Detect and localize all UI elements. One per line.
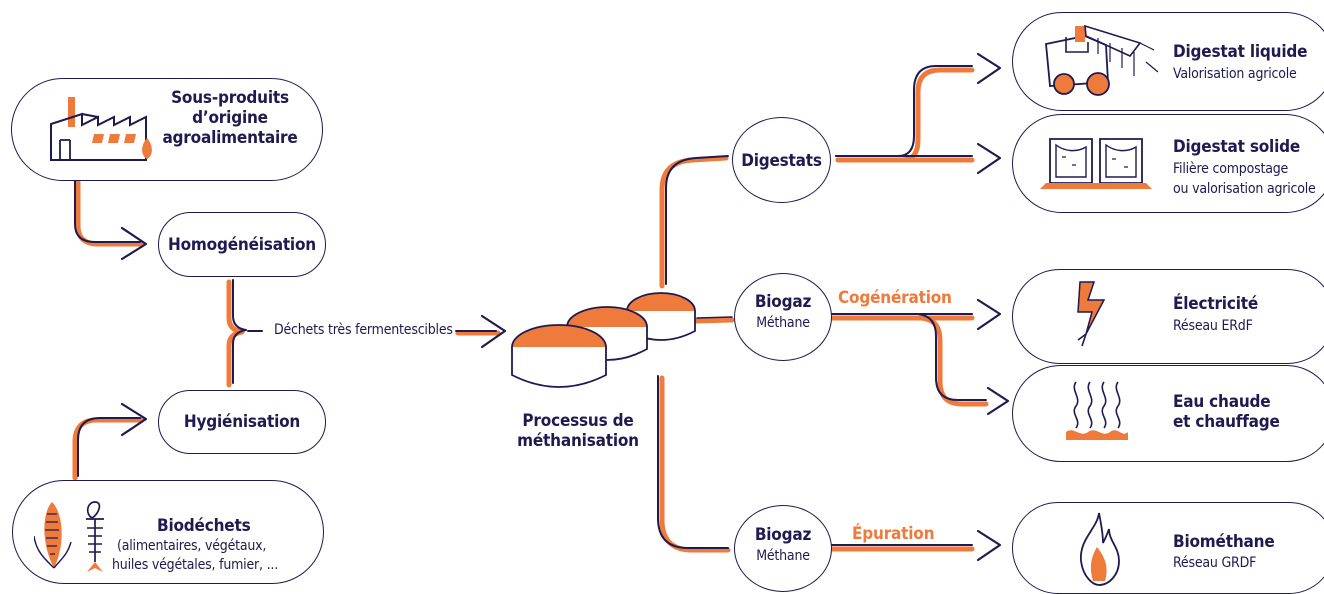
heat-waves-icon: [1066, 381, 1128, 440]
brace-navy: [232, 279, 247, 384]
biogaz-bottom-subtitle: Méthane: [756, 548, 810, 564]
node-hygienisation: [158, 390, 326, 454]
arrow-to-eau-chaude: [986, 386, 1010, 416]
electricite-title: Électricité: [1173, 294, 1259, 314]
lightning-icon: [1077, 281, 1106, 347]
biogaz-top-subtitle: Méthane: [756, 315, 810, 331]
digestat-liquide-title: Digestat liquide: [1173, 42, 1308, 62]
connector-digestat-liquide-navy: [835, 65, 973, 157]
arrow-to-hygienisation: [120, 402, 148, 437]
digestat-solide-detail-line-2: ou valorisation agricole: [1173, 181, 1316, 197]
biogaz-top-title: Biogaz: [754, 292, 812, 312]
arrow-to-digestat-solide: [976, 142, 1002, 175]
connector-biogaz-top-orange: [692, 317, 735, 324]
agro-label: Sous-produits d’origine agroalimentaire: [160, 88, 300, 148]
agro-label-line-2: d’origine: [192, 108, 268, 128]
biowaste-detail-line-2: huiles végétales, fumier, ...: [112, 557, 279, 573]
connector-biowaste-orange: [72, 417, 145, 481]
homogeneisation-label: Homogénéisation: [168, 235, 316, 255]
eau-chaude-title-line-2: et chauffage: [1173, 412, 1280, 432]
arrow-to-biomethane: [976, 529, 1002, 562]
corn-and-fish-icon: [34, 501, 104, 572]
hygienisation-label: Hygiénisation: [183, 412, 301, 432]
brace-orange: [226, 279, 245, 388]
node-homogeneisation: [158, 212, 326, 277]
connector-eau-chaude-navy: [917, 313, 987, 401]
digestat-solide-detail-line-1: Filière compostage: [1173, 161, 1289, 177]
compost-bins-icon: [1040, 138, 1152, 189]
biogaz-bottom-title: Biogaz: [754, 525, 812, 545]
merge-label: Déchets très fermentescibles: [274, 322, 453, 338]
eau-chaude-title: Eau chaude et chauffage: [1173, 392, 1280, 432]
biowaste-detail-line-1: (alimentaires, végétaux,: [117, 538, 267, 554]
connector-digestat-liquide-orange: [835, 67, 975, 163]
digestats-label: Digestats: [741, 151, 822, 171]
connector-digestats-orange: [659, 155, 729, 289]
spreader-tractor-icon: [1045, 24, 1159, 96]
digestat-liquide-detail: Valorisation agricole: [1173, 66, 1297, 82]
connector-eau-chaude-orange: [919, 315, 989, 407]
flame-icon: [1080, 512, 1120, 586]
connector-biowaste-navy: [77, 417, 141, 477]
connector-biogaz-top-navy: [696, 316, 733, 319]
arrow-to-homogeneisation: [120, 226, 148, 261]
connector-biogaz-bottom-orange: [659, 375, 731, 553]
arrow-to-process: [480, 314, 507, 349]
agro-label-line-1: Sous-produits: [171, 88, 289, 108]
connector-biogaz-bottom-navy: [657, 375, 729, 549]
biowaste-title: Biodéchets: [157, 516, 251, 536]
connector-agro-navy: [74, 179, 141, 243]
connector-digestats-navy: [665, 155, 729, 285]
process-label-line-1: Processus de: [522, 411, 634, 431]
epuration-label: Épuration: [852, 524, 935, 544]
digester-tanks-icon: [511, 292, 696, 388]
agro-label-line-3: agroalimentaire: [162, 128, 298, 148]
arrow-to-electricite: [976, 298, 1002, 331]
electricite-detail: Réseau ERdF: [1173, 318, 1253, 334]
node-agro: [11, 78, 323, 181]
biomethane-title: Biométhane: [1173, 532, 1275, 552]
process-label-line-2: méthanisation: [517, 431, 639, 451]
node-eau-chaude: [1012, 365, 1324, 462]
node-biomethane: [1012, 502, 1324, 594]
process-label: Processus de méthanisation: [492, 411, 664, 451]
factory-icon: [50, 97, 152, 161]
node-biogaz-bottom: [734, 505, 832, 592]
eau-chaude-title-line-1: Eau chaude: [1173, 392, 1271, 412]
node-digestats: [732, 117, 831, 203]
digestat-solide-title: Digestat solide: [1173, 137, 1301, 157]
node-biogaz-top: [734, 273, 832, 361]
biomethane-detail: Réseau GRDF: [1173, 555, 1257, 571]
node-electricite: [1012, 269, 1324, 364]
cogeneration-label: Cogénération: [838, 288, 952, 308]
arrow-to-digestat-liquide: [976, 52, 1002, 85]
node-biowaste: [12, 480, 324, 584]
